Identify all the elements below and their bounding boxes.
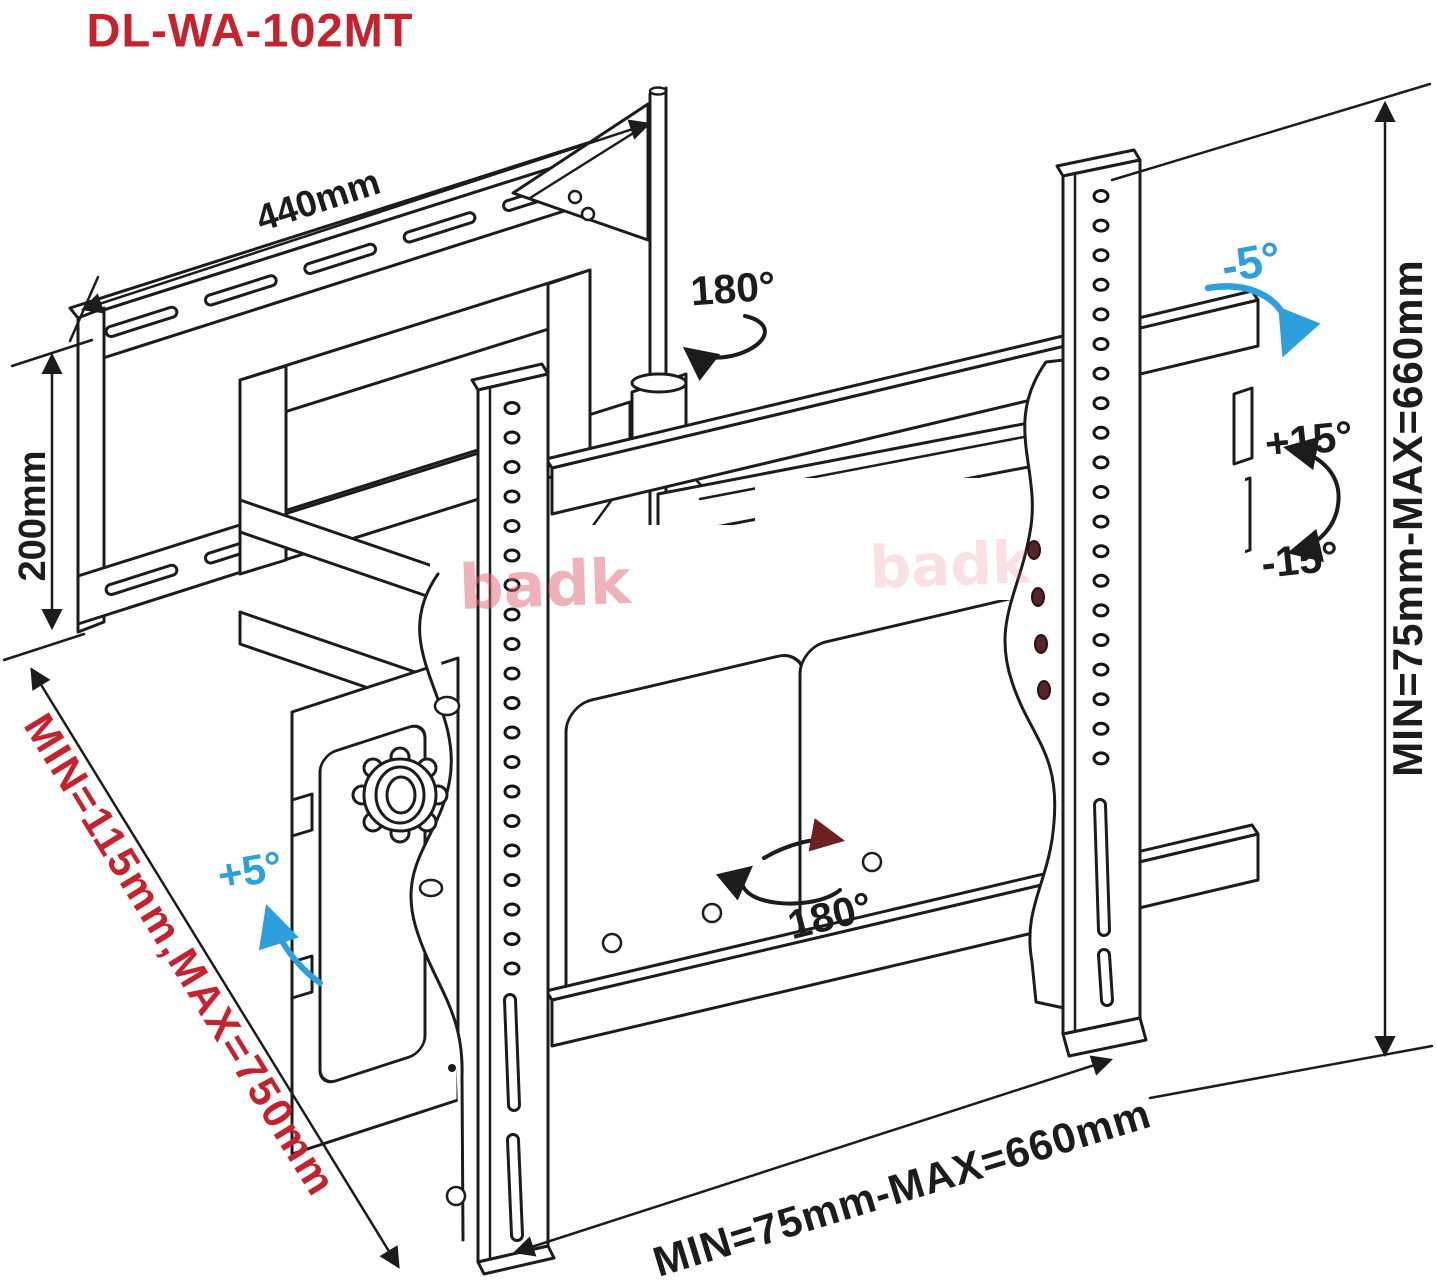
tilt-range-arc-icon xyxy=(1282,436,1341,563)
tv-bracket-rail-left xyxy=(470,362,556,1276)
swivel-180-top-label: 180° xyxy=(689,262,777,315)
tilt-bracket-right xyxy=(1003,358,1066,1010)
tilt-knob xyxy=(351,746,449,844)
model-title: DL-WA-102MT xyxy=(86,3,414,57)
dim-200mm-label: 200mm xyxy=(12,450,54,582)
vesa-height-range-label: MIN=75mm-MAX=660mm xyxy=(1384,259,1431,777)
rotation-arrow-top-icon xyxy=(682,314,767,382)
rotation-arrow-bottom-icon xyxy=(715,818,846,906)
tilt-arrow-plus5-icon xyxy=(258,904,323,986)
vesa-holes-left xyxy=(503,401,521,976)
watermark-text-faded: badk xyxy=(868,528,1032,602)
tilt-bracket-left xyxy=(409,572,467,1242)
tilt-plus5-label: +5° xyxy=(213,841,286,900)
tilt-plus15-label: +15° xyxy=(1262,411,1356,468)
watermark-text: badk xyxy=(457,545,633,624)
dimension-lines xyxy=(2,82,1434,1269)
tilt-minus15-label: -15° xyxy=(1258,532,1341,587)
vesa-holes-right xyxy=(1092,189,1110,766)
erased-band xyxy=(430,478,1245,625)
tilt-minus5-label: -5° xyxy=(1217,231,1285,293)
tv-bracket-rail-right xyxy=(1055,148,1148,1058)
tilt-arrow-minus5-icon xyxy=(1204,283,1321,358)
